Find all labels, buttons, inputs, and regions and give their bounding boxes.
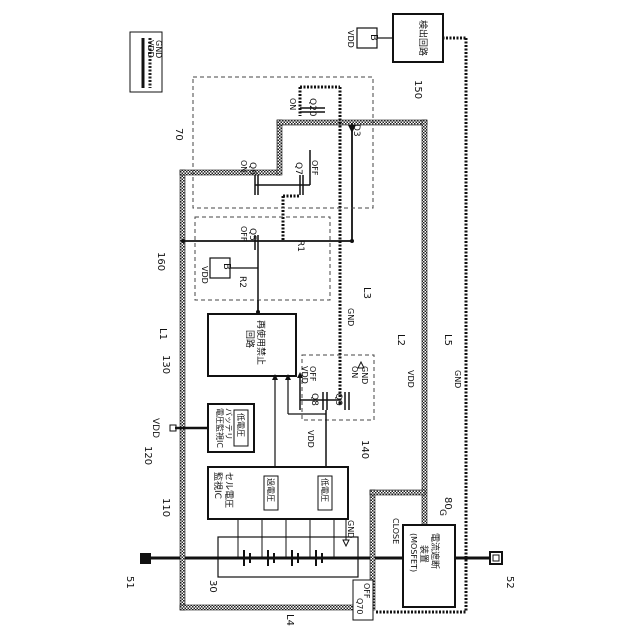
reuse-prohibition-circuit: 再使用禁止 回路 [208, 300, 296, 376]
cell-monitor-under: 低電圧 [320, 478, 330, 502]
box-140 [302, 355, 374, 420]
sig-gnd-cell: GND [346, 520, 355, 538]
reuse-title-2: 回路 [244, 330, 256, 348]
label-q8: Q8 [309, 393, 319, 406]
q5-q6-q7-wiring [181, 123, 354, 314]
sig-gnd-q9: GND [360, 366, 369, 384]
label-q70: Q70 [355, 598, 364, 614]
ref-130: 130 [160, 355, 171, 374]
label-r2: R2 [237, 276, 247, 288]
ref-160: 160 [155, 252, 166, 271]
sig-off-q70: OFF [362, 583, 371, 599]
ref-110: 110 [160, 498, 171, 517]
ref-52: 52 [504, 576, 515, 589]
sig-gnd-l5: GND [453, 370, 462, 388]
ref-140: 140 [359, 440, 370, 459]
legend: VDD GND [130, 32, 163, 92]
legend-vdd-label: VDD [146, 40, 155, 58]
bias-source-b: B [210, 258, 258, 278]
battery-monitor-title-1: バッテリ [224, 408, 233, 440]
terminal-51 [140, 553, 151, 564]
ref-51: 51 [124, 576, 135, 589]
ref-80: 80 [442, 497, 453, 510]
cell-monitor-title-2: 監視IC [212, 472, 224, 499]
label-d3: D3 [351, 124, 361, 137]
sig-on-q9: ON [350, 366, 359, 378]
cell-monitor-title-1: セル電圧 [223, 472, 234, 508]
sig-vdd-detector: VDD [346, 30, 355, 48]
battery-cells [218, 519, 358, 577]
breaker-title-2: 装置 [418, 545, 430, 563]
sig-vdd-q8: VDD [300, 366, 309, 384]
sig-vdd-battery: VDD [150, 418, 160, 438]
ref-L1: L1 [157, 328, 168, 340]
breaker-close-label: CLOSE [391, 518, 400, 544]
label-q20: Q20 [307, 98, 317, 117]
ref-120: 120 [142, 446, 153, 465]
legend-gnd-label: GND [154, 40, 163, 58]
detector-title: 検出回路 [417, 20, 429, 56]
ref-L5: L5 [442, 334, 453, 346]
ref-L4: L4 [284, 614, 295, 626]
sig-off-q7: OFF [310, 160, 319, 176]
label-q7: Q7 [293, 162, 303, 175]
sig-vdd-b1: VDD [200, 266, 209, 284]
label-r1: R1 [295, 240, 305, 252]
battery-monitor-title-2: 電圧監視IC [215, 408, 225, 448]
box-70 [193, 77, 373, 208]
breaker-gate-label: G [437, 509, 447, 516]
ref-L2: L2 [395, 334, 406, 346]
ref-150: 150 [412, 80, 423, 99]
detection-circuit: 検出回路 B [357, 14, 443, 62]
ref-30: 30 [207, 580, 218, 593]
ref-L3: L3 [361, 287, 372, 299]
label-q9: Q9 [333, 393, 343, 406]
sig-on-q20: ON [288, 98, 297, 110]
b-label: B [221, 263, 232, 270]
sig-vdd-l2: VDD [406, 370, 415, 388]
sig-on-q6: ON [239, 160, 248, 172]
breaker-title-1: 電流遮断 [429, 533, 441, 569]
ref-70: 70 [173, 128, 184, 141]
sig-off-q8: OFF [308, 366, 317, 382]
sig-gnd-l3: GND [346, 308, 355, 326]
reuse-title-1: 再使用禁止 [255, 320, 267, 365]
cell-monitor-over: 過電圧 [266, 478, 276, 502]
sig-vdd-cell: VDD [306, 430, 315, 448]
breaker-title-3: (MOSFET) [409, 533, 418, 572]
battery-monitor-under: 低電圧 [236, 413, 246, 437]
sig-off-q5: OFF [239, 226, 248, 242]
